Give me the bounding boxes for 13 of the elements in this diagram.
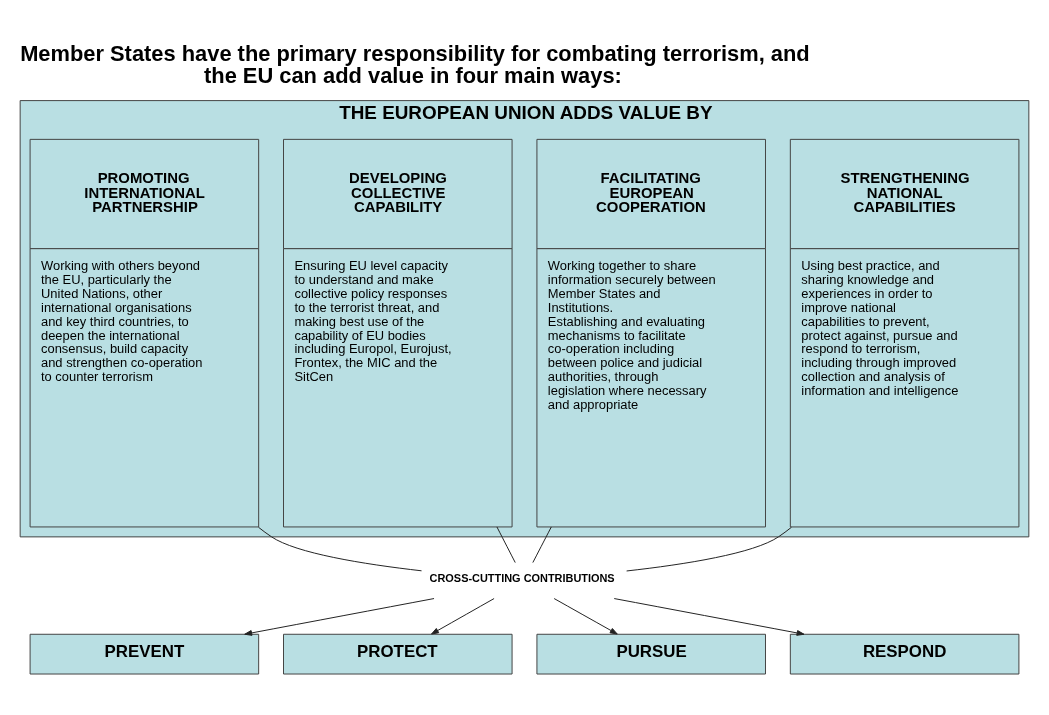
node-box: RESPOND [789, 633, 1020, 675]
connector [258, 526, 423, 572]
node-box: PREVENT [29, 633, 260, 675]
arrow [244, 598, 435, 636]
arrow [553, 598, 618, 635]
node-text: CROSS-CUTTING CONTRIBUTIONS [429, 572, 615, 585]
arrow [431, 598, 495, 635]
diagram-title: Member States have the primary responsibility for combating terrorism, and the EU can add value in four main ways: [20, 41, 810, 89]
node-box: PROTECT [283, 633, 513, 675]
connector [496, 526, 516, 564]
connector [626, 526, 792, 572]
arrow [613, 598, 805, 636]
node-box: PURSUE [536, 633, 766, 675]
